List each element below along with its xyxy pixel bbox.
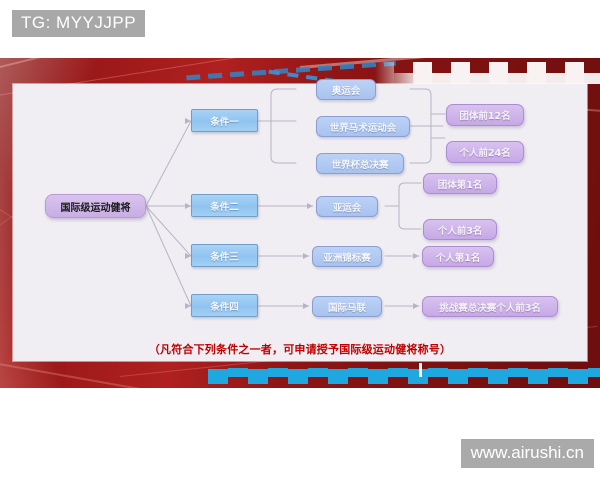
node-label: 条件三 xyxy=(210,251,239,263)
node-label: 团体第1名 xyxy=(437,179,483,191)
node-event-asian-championships[interactable]: 亚洲锦标赛 xyxy=(312,246,382,267)
node-label: 条件一 xyxy=(210,116,239,128)
node-event-asian-games[interactable]: 亚运会 xyxy=(316,196,378,217)
white-tick-mark xyxy=(419,363,422,377)
connector-wires xyxy=(145,88,446,309)
node-label: 亚洲锦标赛 xyxy=(323,252,371,264)
checkerboard-bottom xyxy=(208,368,600,377)
node-event-world-cup-final[interactable]: 世界杯总决赛 xyxy=(316,153,404,174)
node-label: 国际马联 xyxy=(327,302,366,314)
node-condition-1[interactable]: 条件一 xyxy=(191,109,258,132)
node-result-individual-1st[interactable]: 个人第1名 xyxy=(422,246,494,267)
tg-badge: TG: MYYJJPP xyxy=(12,10,146,37)
node-label: 个人第1名 xyxy=(435,252,481,264)
slide-background: 国际级运动健将 条件一 条件二 条件三 条件四 奥运会 世界马术运动会 xyxy=(0,58,600,388)
node-label: 奥运会 xyxy=(331,85,361,97)
slide-caption: （凡符合下列条件之一者，可申请授予国际级运动健将称号） xyxy=(148,343,452,356)
node-label: 世界杯总决赛 xyxy=(331,159,389,171)
node-event-world-equestrian-games[interactable]: 世界马术运动会 xyxy=(316,116,410,137)
node-label: 亚运会 xyxy=(332,202,362,214)
node-condition-4[interactable]: 条件四 xyxy=(191,294,258,317)
node-result-individual-top-24[interactable]: 个人前24名 xyxy=(446,141,524,163)
node-result-individual-top-3[interactable]: 个人前3名 xyxy=(423,219,497,240)
node-label: 挑战赛总决赛个人前3名 xyxy=(439,302,541,314)
checkerboard-top xyxy=(375,73,600,84)
node-label: 条件四 xyxy=(210,301,239,313)
node-root[interactable]: 国际级运动健将 xyxy=(45,194,146,218)
diagram-panel: 国际级运动健将 条件一 条件二 条件三 条件四 奥运会 世界马术运动会 xyxy=(13,79,587,361)
node-event-olympics[interactable]: 奥运会 xyxy=(316,79,376,100)
node-condition-3[interactable]: 条件三 xyxy=(191,244,258,267)
site-watermark: www.airushi.cn xyxy=(460,439,594,468)
node-label: 个人前3名 xyxy=(437,225,483,237)
node-label: 个人前24名 xyxy=(459,148,511,159)
node-label: 条件二 xyxy=(210,201,239,213)
node-result-team-top-12[interactable]: 团体前12名 xyxy=(446,104,524,126)
node-result-challenge-final-top-3[interactable]: 挑战赛总决赛个人前3名 xyxy=(422,296,558,317)
node-label: 国际级运动健将 xyxy=(60,202,131,214)
node-label: 团体前12名 xyxy=(459,111,511,122)
node-event-fei[interactable]: 国际马联 xyxy=(312,296,382,317)
blue-dashed-accent xyxy=(186,60,396,81)
node-condition-2[interactable]: 条件二 xyxy=(191,194,258,217)
node-result-team-1st[interactable]: 团体第1名 xyxy=(423,173,497,194)
node-label: 世界马术运动会 xyxy=(329,122,397,134)
